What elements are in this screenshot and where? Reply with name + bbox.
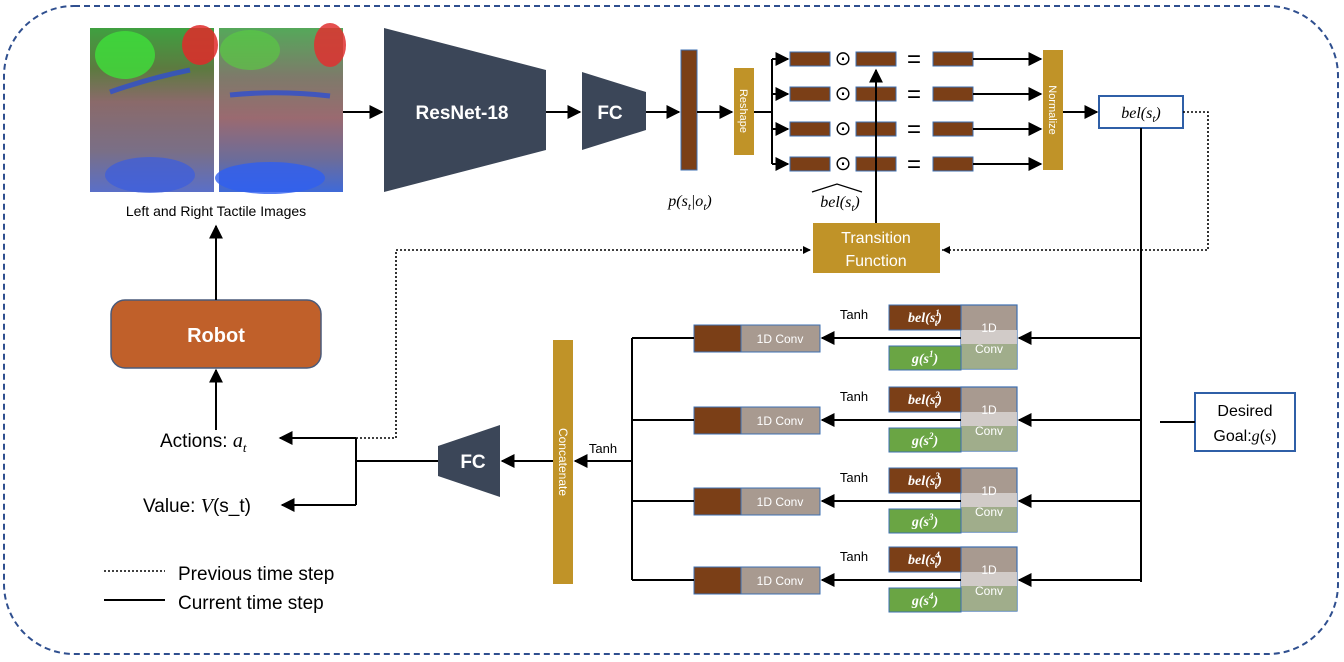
goal-label-2: Goal:g(s) xyxy=(1213,428,1276,445)
svg-text:=: = xyxy=(907,151,921,178)
posterior-label: bel(st) xyxy=(1121,105,1161,125)
branch-tanh-label: Tanh xyxy=(840,389,868,404)
branch-conv-cell xyxy=(740,406,821,435)
stack-highlight xyxy=(961,572,1017,586)
fc-block-top xyxy=(582,72,646,150)
goal-cell xyxy=(888,587,962,613)
fc-block-bottom xyxy=(438,425,500,497)
branch-conv-label: 1D Conv xyxy=(757,332,804,346)
stack-lower xyxy=(961,426,1017,451)
odot-symbols: ⊙ ⊙ ⊙ ⊙ xyxy=(835,48,852,175)
bel-cell xyxy=(888,546,962,573)
fc-label-bottom: FC xyxy=(460,452,486,473)
svg-text:⊙: ⊙ xyxy=(835,153,852,175)
likelihood-label: p(st|ot) xyxy=(667,193,711,213)
tanh-concat-label: Tanh xyxy=(589,441,617,456)
posterior-box xyxy=(1098,95,1184,129)
resnet-label: ResNet-18 xyxy=(416,103,509,124)
branch-tanh-label: Tanh xyxy=(840,470,868,485)
goal-cell xyxy=(888,427,962,453)
stack-conv-label-1: 1D xyxy=(981,484,997,498)
value-label: Value: V(s_t) xyxy=(143,495,251,517)
likelihood-vector xyxy=(680,49,698,171)
stack-conv-label-1: 1D xyxy=(981,563,997,577)
stack-conv-label-2: Conv xyxy=(975,584,1003,598)
goal-label-1: Desired xyxy=(1217,403,1272,420)
stack-conv-label-1: 1D xyxy=(981,403,997,417)
svg-text:=: = xyxy=(907,116,921,143)
branch-tanh-label: Tanh xyxy=(840,549,868,564)
branch-out-cell xyxy=(693,406,742,435)
svg-text:⊙: ⊙ xyxy=(835,83,852,105)
svg-text:⊙: ⊙ xyxy=(835,48,852,70)
normalize-label: Normalize xyxy=(1046,85,1058,135)
stack-conv-label-1: 1D xyxy=(981,321,997,335)
transition-label-1: Transition xyxy=(841,230,911,247)
prior-belief-label: bel(st) xyxy=(820,194,860,214)
svg-text:⊙: ⊙ xyxy=(835,118,852,140)
stack-conv-label-2: Conv xyxy=(975,505,1003,519)
actions-label: Actions: at xyxy=(160,430,247,455)
branch-conv-label: 1D Conv xyxy=(757,574,804,588)
branch-conv-cell xyxy=(740,324,821,353)
tactile-image-right xyxy=(215,23,346,194)
stack-lower xyxy=(961,507,1017,532)
tactile-caption: Left and Right Tactile Images xyxy=(126,203,306,219)
bel-cell xyxy=(888,386,962,413)
stack-highlight xyxy=(961,412,1017,426)
goal-cell-label: g(s1) xyxy=(911,349,938,367)
stack-highlight xyxy=(961,330,1017,344)
normalize-block xyxy=(1043,50,1063,170)
goal-cell xyxy=(888,345,962,371)
tactile-image-left xyxy=(90,25,218,193)
fc-label-top: FC xyxy=(597,103,623,124)
branch-conv-label: 1D Conv xyxy=(757,495,804,509)
branch-conv-label: 1D Conv xyxy=(757,414,804,428)
robot-label: Robot xyxy=(187,325,245,347)
stack-lower xyxy=(961,344,1017,369)
goal-cell-label: g(s3) xyxy=(911,512,938,530)
resnet-block xyxy=(384,28,546,192)
goal-cell xyxy=(888,508,962,534)
stack-conv-label-2: Conv xyxy=(975,424,1003,438)
legend-previous: Previous time step xyxy=(178,564,334,585)
reshape-label: Reshape xyxy=(737,89,749,133)
goal-cell-label: g(s4) xyxy=(911,591,938,609)
legend-current: Current time step xyxy=(178,593,324,614)
branch-conv-cell xyxy=(740,487,821,516)
bel-cell xyxy=(888,467,962,494)
svg-text:=: = xyxy=(907,46,921,73)
branch-out-cell xyxy=(693,566,742,595)
transition-function-block xyxy=(813,223,940,273)
transition-label-2: Function xyxy=(845,253,906,270)
branch-out-cell xyxy=(693,324,742,353)
concatenate-block xyxy=(553,340,573,584)
concatenate-label: Concatenate xyxy=(556,428,570,496)
branch-tanh-label: Tanh xyxy=(840,307,868,322)
stack-conv-label-2: Conv xyxy=(975,342,1003,356)
connections xyxy=(209,52,1209,582)
branch-out-cell xyxy=(693,487,742,516)
equals-symbols: = = = = xyxy=(907,46,921,178)
stack-highlight xyxy=(961,493,1017,507)
bel-cell xyxy=(888,304,962,331)
branch-conv-cell xyxy=(740,566,821,595)
prior-hat xyxy=(811,183,863,193)
goal-cell-label: g(s2) xyxy=(911,431,938,449)
belief-rows xyxy=(789,51,974,172)
reshape-block xyxy=(734,68,754,155)
svg-text:=: = xyxy=(907,81,921,108)
stack-lower xyxy=(961,586,1017,611)
